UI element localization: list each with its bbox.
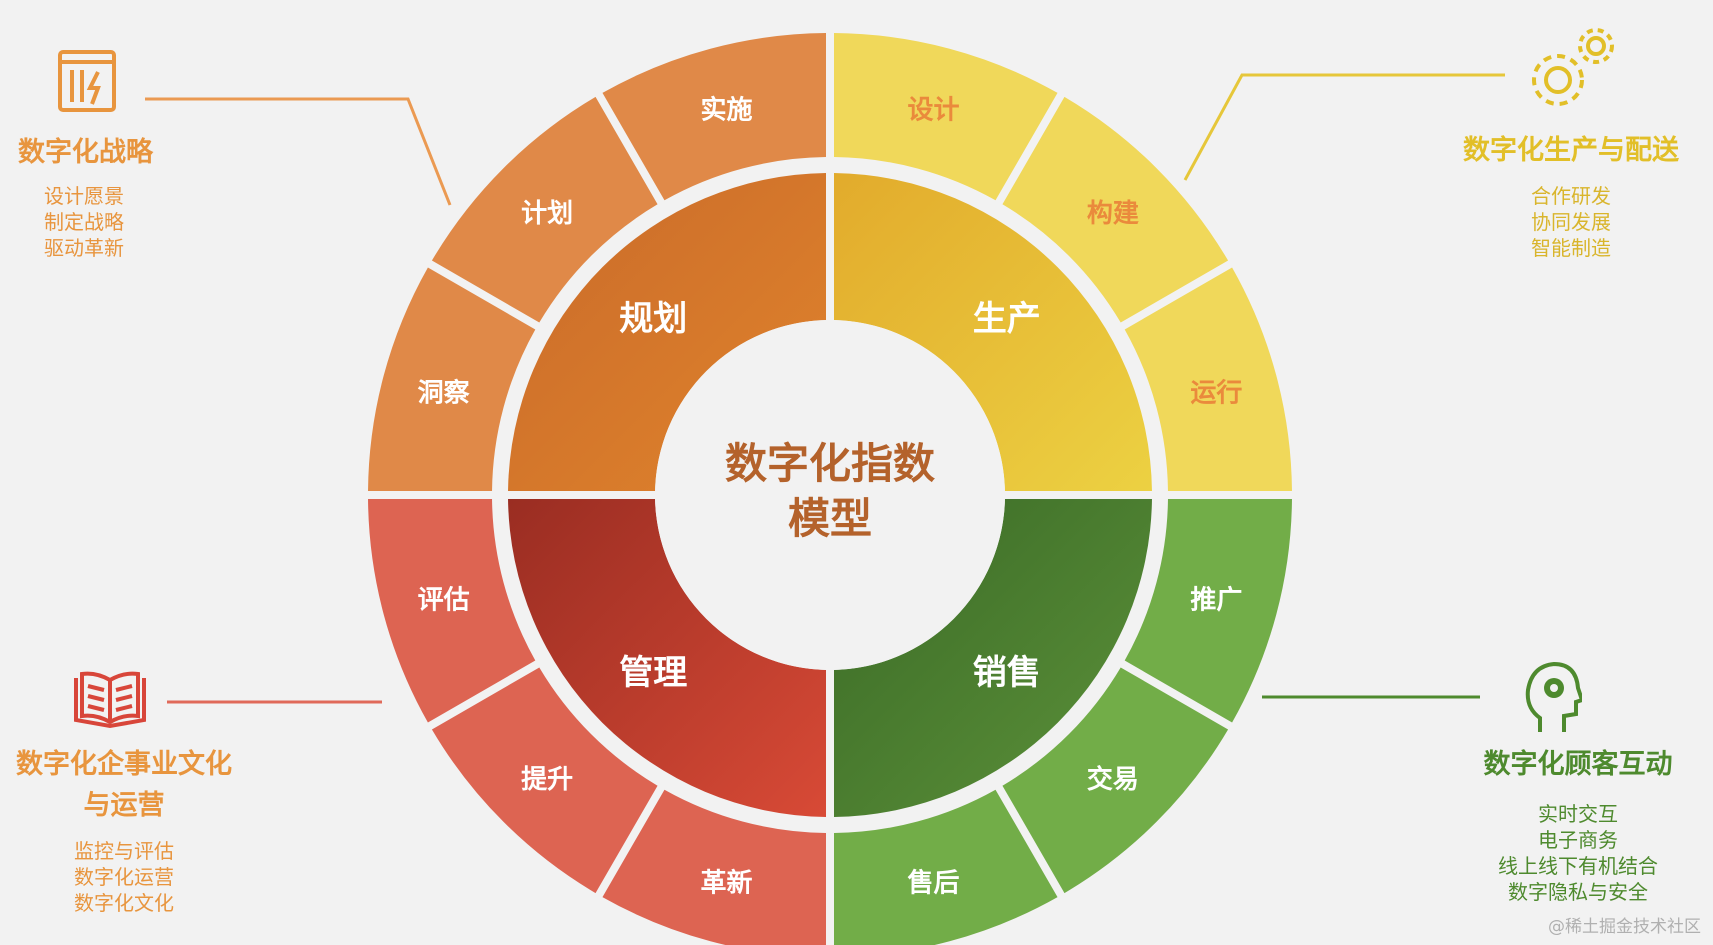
corner-title: 数字化企事业文化 bbox=[16, 749, 232, 780]
corner-culture: 数字化企事业文化 与运营 监控与评估 数字化运营 数字化文化 bbox=[4, 742, 244, 916]
outer-sector bbox=[833, 33, 1058, 201]
open-book-icon bbox=[72, 670, 148, 730]
corner-item: 智能制造 bbox=[1531, 236, 1611, 260]
corner-item: 协同发展 bbox=[1531, 210, 1611, 234]
corner-strategy: 数字化战略 设计愿景 制定战略 驱动革新 bbox=[18, 130, 168, 261]
corner-item: 设计愿景 bbox=[44, 184, 124, 208]
inner-sector bbox=[833, 173, 1152, 492]
outer-sector bbox=[602, 33, 827, 201]
inner-sector-label: 生产 bbox=[973, 299, 1041, 339]
outer-sector-label: 评估 bbox=[418, 586, 470, 616]
corner-production: 数字化生产与配送 合作研发 协同发展 智能制造 bbox=[1463, 128, 1703, 261]
corner-item: 驱动革新 bbox=[44, 236, 124, 260]
corner-item: 实时交互 bbox=[1538, 802, 1618, 826]
corner-item: 制定战略 bbox=[44, 210, 124, 234]
center-title-line2: 模型 bbox=[788, 494, 872, 543]
connector-line bbox=[145, 97, 452, 206]
gears-icon bbox=[1524, 24, 1620, 114]
center-title-line1: 数字化指数 bbox=[725, 439, 935, 488]
outer-sector bbox=[1124, 498, 1292, 723]
corner-item: 监控与评估 bbox=[74, 839, 174, 863]
outer-sector-label: 构建 bbox=[1087, 199, 1139, 229]
outer-sector bbox=[368, 498, 536, 723]
outer-sector bbox=[431, 96, 658, 323]
outer-sector bbox=[431, 667, 658, 894]
outer-sector bbox=[602, 789, 826, 945]
outer-sector-label: 提升 bbox=[521, 765, 573, 795]
outer-sector bbox=[1002, 96, 1229, 323]
inner-sector-label: 销售 bbox=[973, 653, 1041, 693]
inner-sector bbox=[833, 498, 1152, 817]
corner-title: 与运营 bbox=[83, 790, 165, 821]
inner-sector-label: 管理 bbox=[619, 653, 687, 693]
outer-sector-label: 设计 bbox=[908, 96, 960, 126]
outer-sector-label: 实施 bbox=[700, 95, 752, 126]
outer-sector bbox=[1124, 267, 1292, 492]
connector-lines bbox=[145, 73, 1505, 704]
corner-title: 数字化战略 bbox=[18, 137, 153, 168]
watermark: @稀土掘金技术社区 bbox=[1548, 917, 1701, 937]
outer-sector-label: 革新 bbox=[700, 867, 752, 898]
center-hub bbox=[655, 320, 1005, 670]
corner-title: 数字化生产与配送 bbox=[1463, 135, 1679, 166]
outer-sector bbox=[1002, 667, 1229, 894]
outer-sector-label: 洞察 bbox=[418, 378, 471, 408]
outer-sector-label: 交易 bbox=[1087, 764, 1139, 795]
corner-item: 数字隐私与安全 bbox=[1508, 880, 1648, 904]
outer-sector bbox=[368, 267, 536, 492]
inner-sector bbox=[508, 173, 827, 492]
corner-item: 合作研发 bbox=[1531, 184, 1611, 208]
corner-item: 电子商务 bbox=[1538, 828, 1618, 852]
outer-sector-label: 运行 bbox=[1190, 377, 1242, 408]
corner-title: 数字化顾客互动 bbox=[1483, 749, 1673, 780]
head-gear-icon bbox=[1522, 660, 1585, 734]
corner-customer: 数字化顾客互动 实时交互 电子商务 线上线下有机结合 数字隐私与安全 bbox=[1458, 742, 1698, 905]
outer-sector-label: 计划 bbox=[521, 199, 573, 229]
corner-item: 数字化运营 bbox=[74, 865, 174, 889]
corner-item: 线上线下有机结合 bbox=[1498, 854, 1658, 878]
inner-sector bbox=[508, 498, 827, 817]
outer-sector-label: 售后 bbox=[908, 867, 960, 898]
outer-sector-label: 推广 bbox=[1190, 586, 1242, 616]
outer-sector bbox=[834, 789, 1058, 945]
inner-sector-label: 规划 bbox=[619, 299, 687, 339]
connector-line bbox=[1183, 73, 1505, 181]
corner-item: 数字化文化 bbox=[74, 891, 174, 915]
document-chart-icon bbox=[52, 46, 122, 116]
